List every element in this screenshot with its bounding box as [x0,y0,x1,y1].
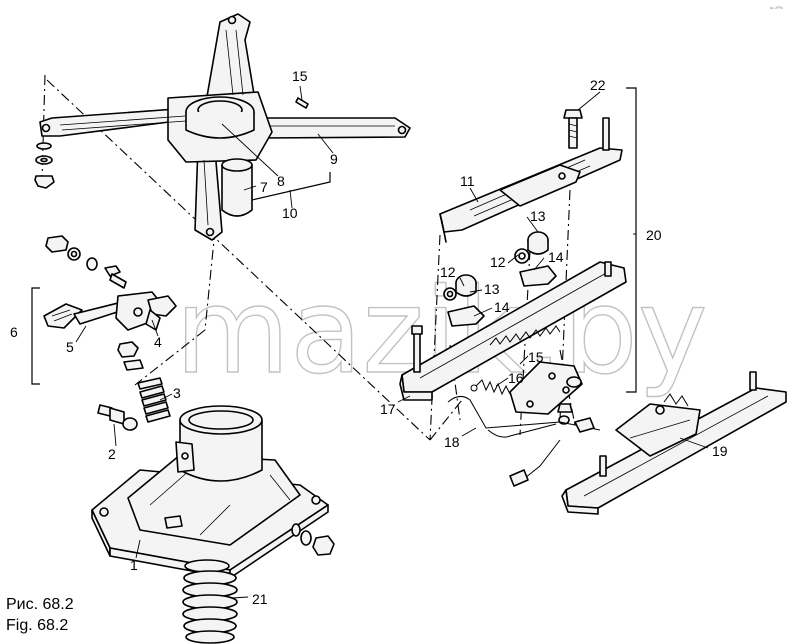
callout-17: 17 [380,401,396,417]
corner-mark: ᵃⁿ ²⁰⁰⁸ [770,6,783,12]
callout-12a: 12 [490,254,506,270]
bolt-part-22 [563,109,583,149]
callout-18: 18 [444,434,460,450]
caption-english: Fig. 68.2 [6,617,68,634]
callout-8: 8 [277,173,285,189]
callout-7: 7 [260,179,268,195]
upper-slide-rail-11 [439,117,623,243]
cable-part-18 [447,396,601,487]
callout-leader-lines [75,85,709,599]
bushings-and-clips [443,231,557,327]
callout-2: 2 [108,446,116,462]
spring-part-16 [470,379,511,396]
caption-russian: Рис. 68.2 [6,596,74,613]
callout-13b: 13 [484,281,500,297]
callout-15b: 15 [528,349,544,365]
callout-6: 6 [10,324,18,340]
cross-bracket-assembly [39,13,411,241]
callout-4: 4 [154,334,162,350]
callout-22: 22 [590,77,606,93]
callout-16: 16 [508,370,524,386]
callout-10: 10 [282,205,298,221]
callout-11: 11 [460,173,475,189]
callout-14b: 14 [494,299,510,315]
callout-9: 9 [330,151,338,167]
callout-15a: 15 [292,68,308,84]
group-brackets [31,87,637,393]
callout-12b: 12 [440,264,456,280]
callout-21: 21 [252,591,268,607]
valve-part-2 [97,404,138,431]
spring-part-3 [137,377,171,423]
bellows-part-21 [182,559,238,644]
callout-5: 5 [66,339,74,355]
callout-labels: 1 2 3 4 5 6 7 8 9 10 11 12 13 12 13 14 1… [10,68,728,607]
callout-20: 20 [646,227,662,243]
toothed-rail-17 [399,261,627,401]
lower-slide-rail-19 [561,371,787,515]
latch-plate-15 [509,361,583,425]
base-pedestal [91,405,335,579]
callout-13a: 13 [530,208,546,224]
callout-3: 3 [173,385,181,401]
figure-caption: Рис. 68.2 Fig. 68.2 [6,596,74,634]
callout-1: 1 [130,557,138,573]
callout-14a: 14 [548,249,564,265]
pin-part-15 [295,97,309,109]
callout-19: 19 [712,443,728,459]
washer-stack-left [34,142,55,189]
lever-pedal-assembly [43,235,177,371]
